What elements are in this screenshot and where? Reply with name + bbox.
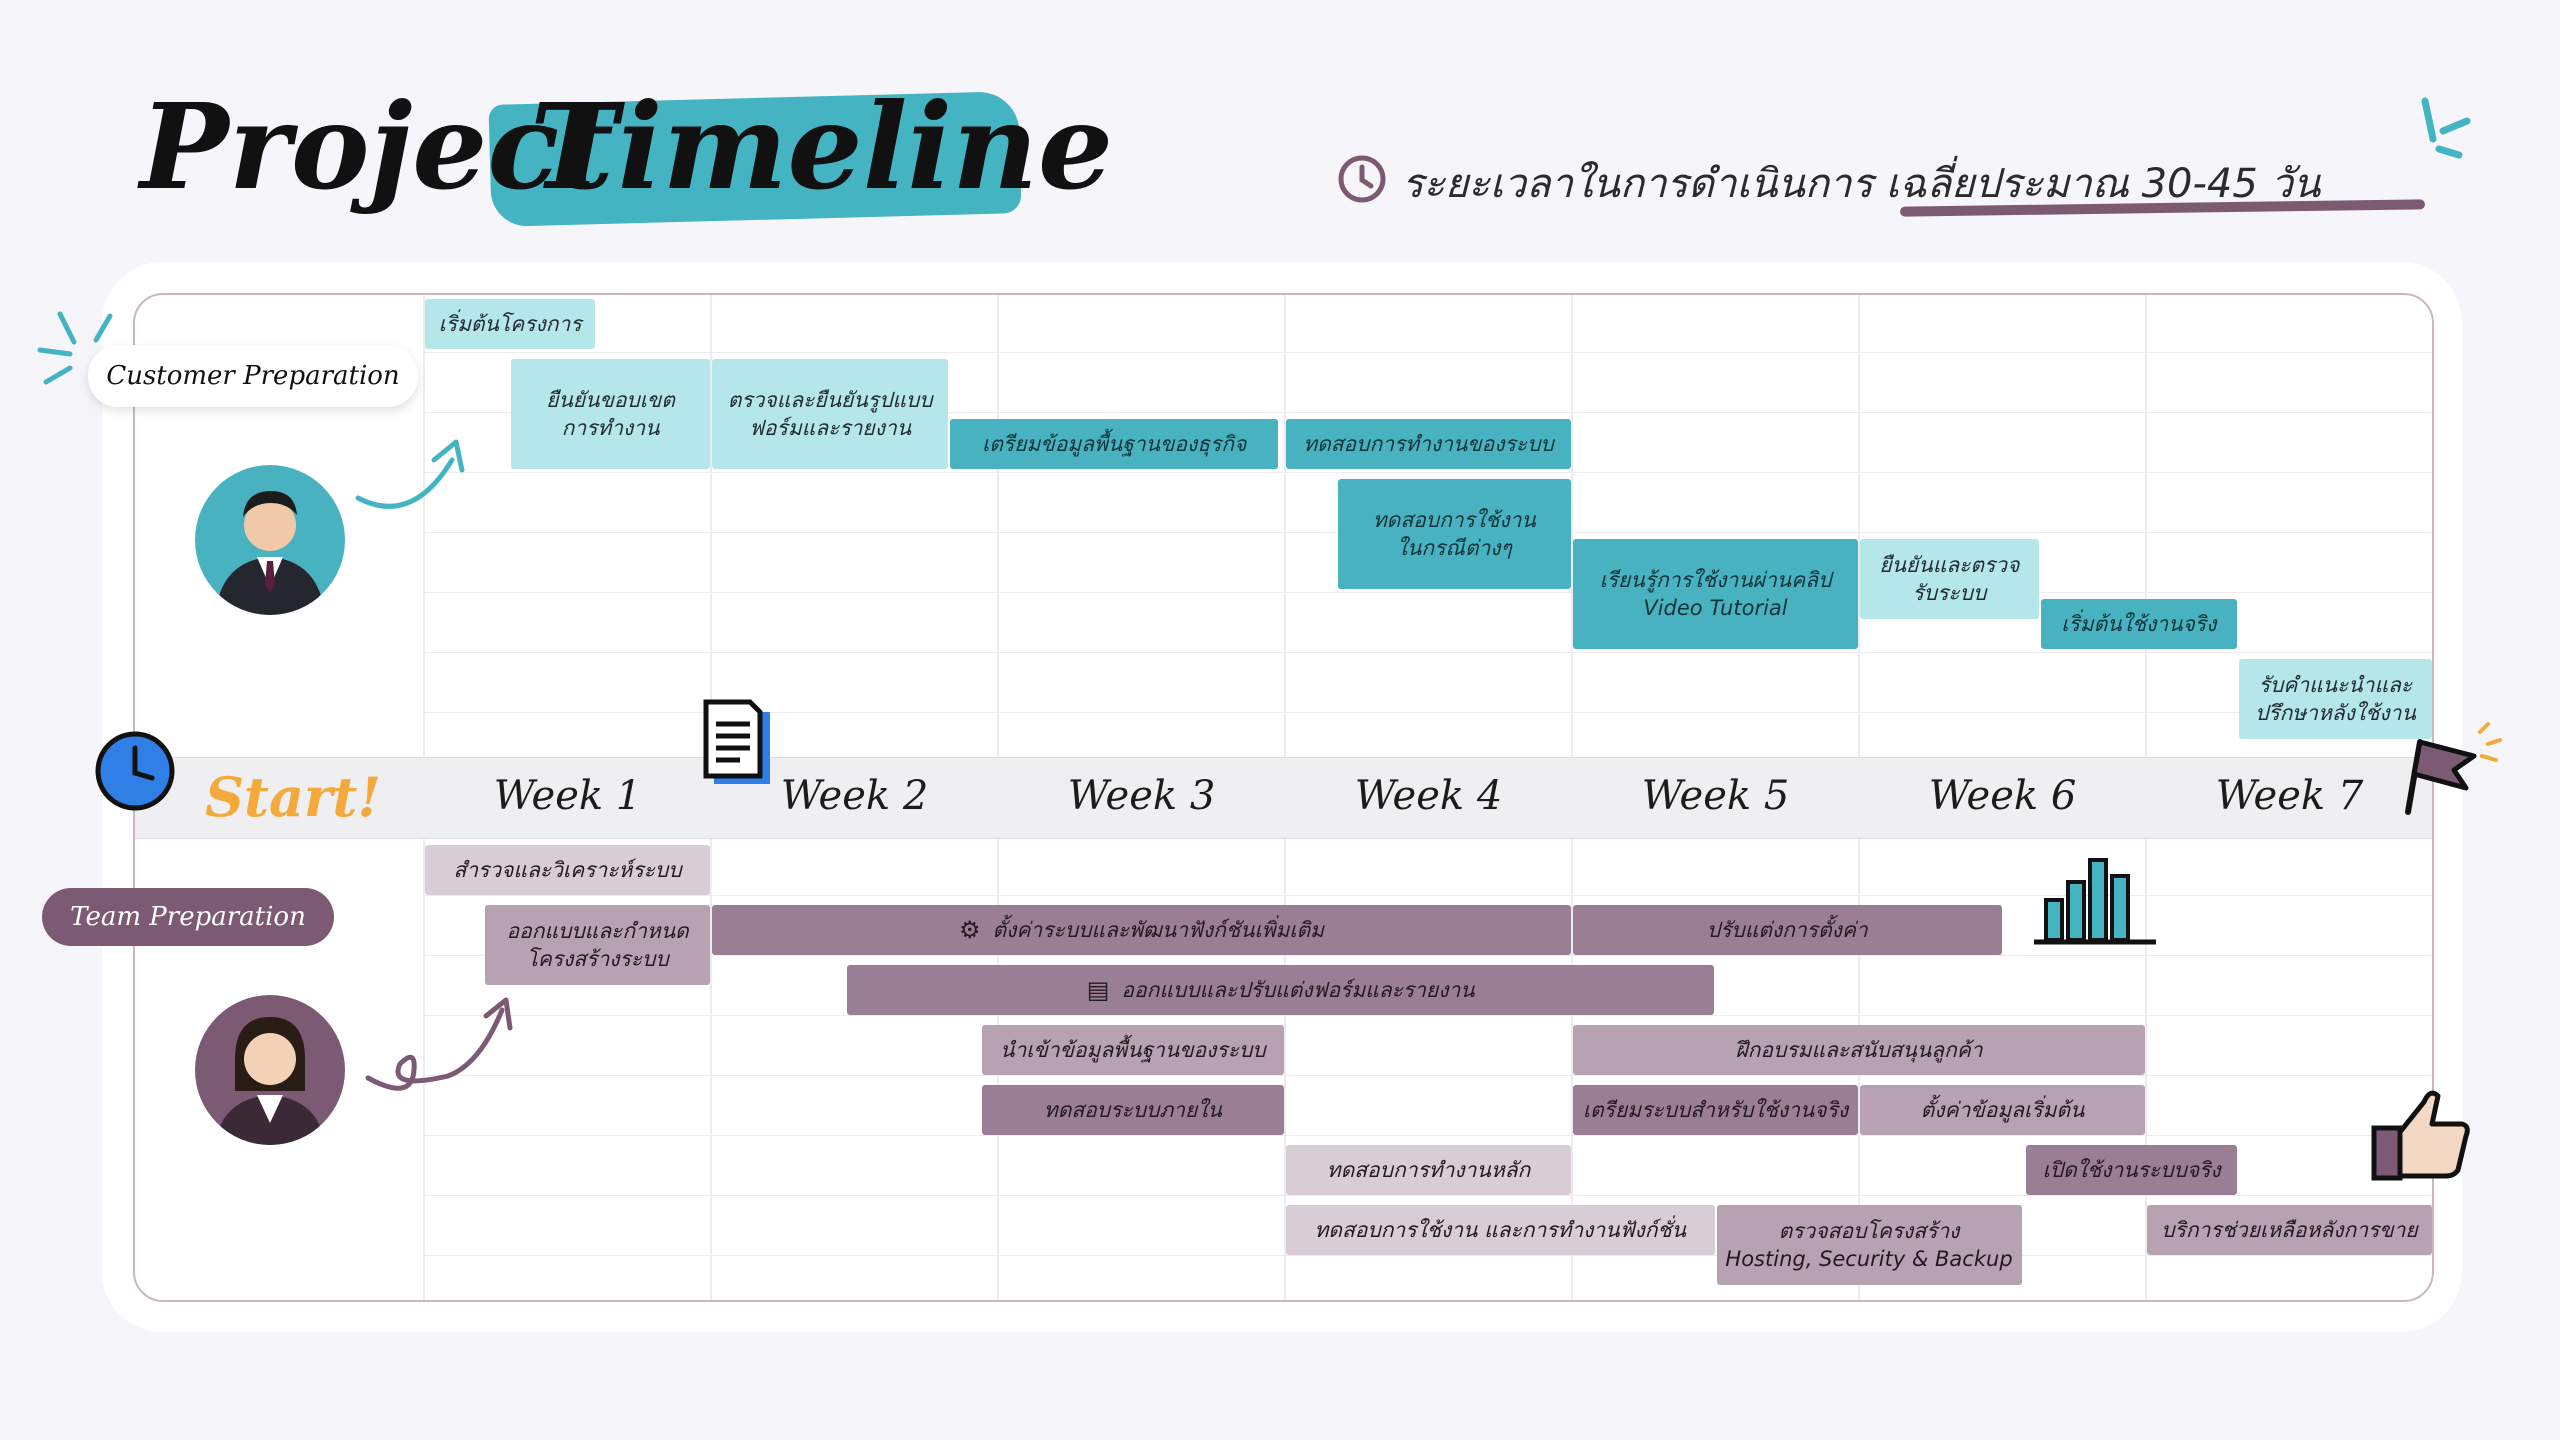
- customer-task-bar: ทดสอบการใช้งาน ในกรณีต่างๆ: [1337, 479, 1571, 589]
- customer-task-bar: ยืนยันขอบเขต การทำงาน: [511, 359, 710, 469]
- team-task-bar: ⚙ ตั้งค่าระบบและพัฒนาฟังก์ชันเพิ่มเติม: [712, 905, 1571, 955]
- team-task-bar: เตรียมระบบสำหรับใช้งานจริง: [1573, 1085, 1858, 1135]
- customer-task-bar: ยืนยันและตรวจ รับระบบ: [1860, 539, 2039, 619]
- team-task-bar: สำรวจและวิเคราะห์ระบบ: [425, 845, 710, 895]
- flag-icon: [2405, 722, 2502, 815]
- task-label: เตรียมระบบสำหรับใช้งานจริง: [1582, 1097, 1849, 1122]
- week-label-2: Week 2: [780, 773, 929, 819]
- title-word-timeline: Timeline: [530, 77, 1114, 216]
- form-icon: ▤: [1086, 975, 1110, 1004]
- customer-task-bar: เรียนรู้การใช้งานผ่านคลิป Video Tutorial: [1573, 539, 1858, 649]
- task-label: ออกแบบและปรับแต่งฟอร์มและรายงาน: [1121, 977, 1475, 1002]
- week-label-7: Week 7: [2215, 773, 2364, 819]
- document-icon: [703, 699, 770, 784]
- start-label: Start!: [205, 765, 382, 829]
- task-label: ทดสอบการทำงานของระบบ: [1303, 431, 1554, 456]
- team-avatar: [195, 995, 345, 1145]
- task-label: สำรวจและวิเคราะห์ระบบ: [453, 857, 682, 882]
- customer-preparation-label: Customer Preparation: [88, 345, 418, 407]
- task-label: เริ่มต้นโครงการ: [438, 311, 582, 336]
- task-label: ยืนยันขอบเขต การทำงาน: [546, 387, 675, 440]
- title-area: Project Timeline: [130, 77, 1113, 240]
- customer-task-bar: ทดสอบการทำงานของระบบ: [1286, 419, 1571, 469]
- team-task-bar: นำเข้าข้อมูลพื้นฐานของระบบ: [981, 1025, 1284, 1075]
- duration-header: ระยะเวลาในการดำเนินการ เฉลี่ยประมาณ 30-4…: [1330, 97, 2471, 220]
- task-label: ตรวจและยืนยันรูปแบบ ฟอร์มและรายงาน: [727, 387, 933, 440]
- task-label: เปิดใช้งานระบบจริง: [2042, 1157, 2221, 1182]
- task-label: รับคำแนะนำและ ปรึกษาหลังใช้งาน: [2254, 672, 2416, 725]
- team-task-bar: ตรวจสอบโครงสร้าง Hosting, Security & Bac…: [1716, 1205, 2022, 1285]
- arrow-up-icon: [355, 439, 465, 509]
- task-label: ทดสอบการใช้งาน และการทำงานฟังก์ชั่น: [1314, 1217, 1687, 1242]
- team-task-bar: บริการช่วยเหลือหลังการขาย: [2147, 1205, 2432, 1255]
- week-label-3: Week 3: [1067, 773, 1216, 819]
- team-task-bar: ฝึกอบรมและสนับสนุนลูกค้า: [1573, 1025, 2145, 1075]
- arrow-loop-icon: [365, 997, 513, 1091]
- task-label: ตั้งค่าข้อมูลเริ่มต้น: [1920, 1097, 2085, 1122]
- sparkle-icon: [2421, 97, 2471, 159]
- team-task-bar: ทดสอบระบบภายใน: [981, 1085, 1284, 1135]
- gear-icon: ⚙: [958, 915, 981, 944]
- task-label: นำเข้าข้อมูลพื้นฐานของระบบ: [1000, 1037, 1266, 1062]
- customer-avatar: [195, 465, 345, 615]
- task-label: เตรียมข้อมูลพื้นฐานของธุรกิจ: [982, 431, 1247, 456]
- thumbs-up-icon: [2371, 1090, 2470, 1181]
- title-word-project: Project: [140, 77, 614, 216]
- clock-icon: [1338, 155, 1386, 203]
- task-label: ออกแบบและกำหนด โครงสร้างระบบ: [506, 918, 689, 971]
- stopwatch-icon: [95, 731, 175, 811]
- week-label-1: Week 1: [493, 773, 642, 819]
- customer-task-bar: รับคำแนะนำและ ปรึกษาหลังใช้งาน: [2238, 659, 2432, 739]
- task-label: ฝึกอบรมและสนับสนุนลูกค้า: [1735, 1037, 1983, 1062]
- timeline-grid: Start! Week 1 Week 2 Week 3 Week 4 Week …: [133, 293, 2434, 1302]
- team-preparation-label: Team Preparation: [42, 888, 334, 946]
- week-header-band: [135, 757, 2432, 839]
- customer-task-bar: ตรวจและยืนยันรูปแบบ ฟอร์มและรายงาน: [712, 359, 949, 469]
- team-task-bar: ทดสอบการใช้งาน และการทำงานฟังก์ชั่น: [1286, 1205, 1715, 1255]
- week-label-5: Week 5: [1641, 773, 1790, 819]
- task-label: เรียนรู้การใช้งานผ่านคลิป Video Tutorial: [1599, 567, 1832, 620]
- bar-chart-icon: [2034, 858, 2156, 945]
- customer-task-bar: เริ่มต้นใช้งานจริง: [2040, 599, 2237, 649]
- team-task-bar: เปิดใช้งานระบบจริง: [2026, 1145, 2237, 1195]
- duration-text: ระยะเวลาในการดำเนินการ เฉลี่ยประมาณ 30-4…: [1402, 161, 2321, 207]
- week-label-4: Week 4: [1354, 773, 1503, 819]
- task-label: เริ่มต้นใช้งานจริง: [2061, 611, 2217, 636]
- team-task-bar: ออกแบบและกำหนด โครงสร้างระบบ: [485, 905, 710, 985]
- task-label: ทดสอบการใช้งาน ในกรณีต่างๆ: [1372, 507, 1536, 560]
- customer-task-bar: เริ่มต้นโครงการ: [425, 299, 596, 349]
- task-label: ปรับแต่งการตั้งค่า: [1706, 917, 1868, 942]
- team-task-bar: ▤ ออกแบบและปรับแต่งฟอร์มและรายงาน: [846, 965, 1715, 1015]
- task-label: ยืนยันและตรวจ รับระบบ: [1879, 552, 2020, 605]
- sparkle-icon-left: [37, 311, 113, 385]
- team-task-bar: ตั้งค่าข้อมูลเริ่มต้น: [1860, 1085, 2145, 1135]
- customer-task-bar: เตรียมข้อมูลพื้นฐานของธุรกิจ: [950, 419, 1279, 469]
- task-label: ทดสอบระบบภายใน: [1043, 1097, 1222, 1122]
- week-label-6: Week 6: [1928, 773, 2077, 819]
- team-task-bar: ปรับแต่งการตั้งค่า: [1573, 905, 2002, 955]
- task-label: ตั้งค่าระบบและพัฒนาฟังก์ชันเพิ่มเติม: [992, 917, 1325, 942]
- task-label: ตรวจสอบโครงสร้าง Hosting, Security & Bac…: [1725, 1218, 2013, 1271]
- task-label: ทดสอบการทำงานหลัก: [1326, 1157, 1531, 1182]
- team-task-bar: ทดสอบการทำงานหลัก: [1286, 1145, 1571, 1195]
- task-label: บริการช่วยเหลือหลังการขาย: [2161, 1217, 2418, 1242]
